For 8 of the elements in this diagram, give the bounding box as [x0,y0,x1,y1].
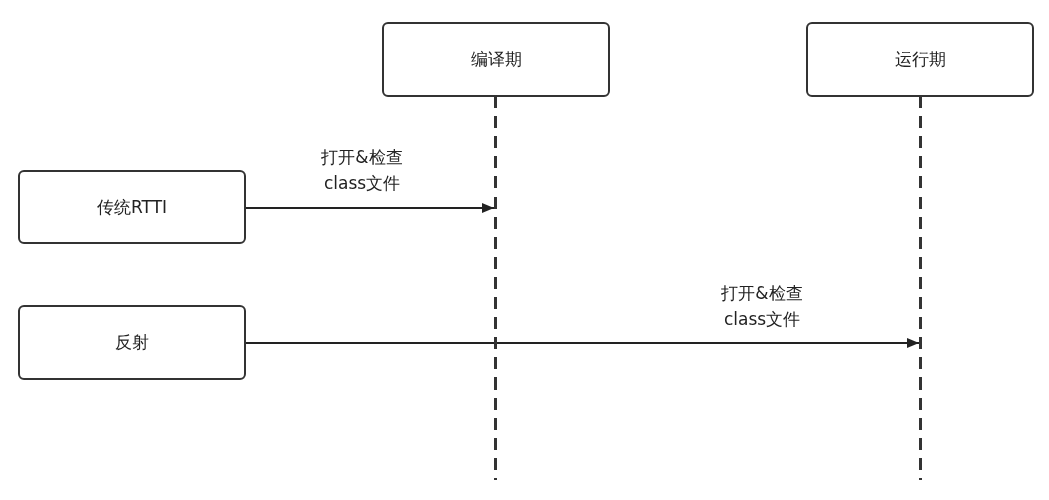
participant-box: 编译期 [382,22,610,97]
participant-box: 反射 [18,305,246,380]
arrow [245,203,495,213]
arrow [245,338,920,348]
lifeline [919,97,922,480]
lifeline [494,97,497,480]
participant-box: 运行期 [806,22,1034,97]
participant-box: 传统RTTI [18,170,246,244]
